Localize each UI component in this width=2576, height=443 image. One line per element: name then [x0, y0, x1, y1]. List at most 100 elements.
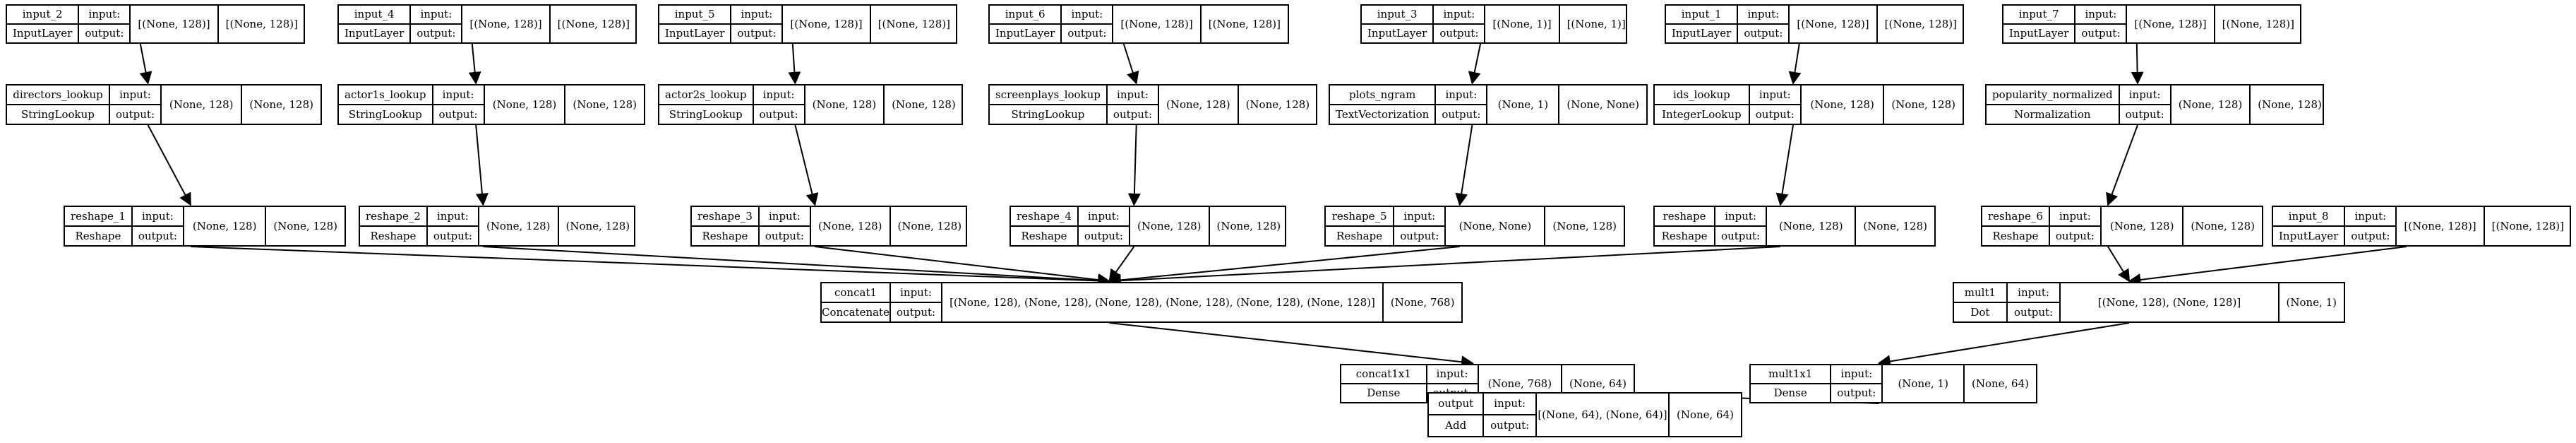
- layer-name: mult1: [1954, 283, 2006, 303]
- input-label: input:: [1107, 85, 1158, 105]
- input-shape: (None, 128): [2171, 85, 2251, 124]
- input-shape: (None, 128): [162, 85, 243, 124]
- output-shape: (None, 128): [892, 98, 956, 111]
- io-labels: input:output:: [109, 85, 162, 124]
- input-shape: [(None, 128)]: [2397, 207, 2485, 245]
- input-label: input:: [109, 85, 161, 105]
- input-label: input:: [2119, 85, 2170, 105]
- layer-type: StringLookup: [1011, 107, 1085, 121]
- output-label: output:: [759, 107, 798, 121]
- input-label: input:: [753, 85, 804, 105]
- input-label: input:: [2075, 6, 2126, 25]
- input-label: input:: [1434, 6, 1485, 25]
- output-shape: (None, 128): [1552, 219, 1617, 232]
- input-shape: (None, 128): [479, 207, 559, 245]
- io-labels: input:output:: [1715, 207, 1768, 245]
- io-labels: input:output:: [1831, 365, 1883, 402]
- layer-name: input_4: [339, 6, 410, 25]
- output-label: output:: [1113, 107, 1152, 121]
- layer-name: mult1x1: [1751, 365, 1831, 384]
- input-label: input:: [1062, 6, 1113, 25]
- io-labels: input: output:: [891, 283, 943, 321]
- io-labels: input:output:: [1078, 207, 1130, 245]
- input-label: input:: [891, 283, 942, 303]
- layer-name: reshape_3: [692, 207, 758, 227]
- output-label: output:: [1400, 229, 1439, 242]
- io-labels: input:output:: [1434, 6, 1486, 42]
- input-shape: (None, 128): [1802, 85, 1885, 124]
- output-label: output:: [897, 305, 936, 319]
- output-label: output:: [138, 229, 177, 242]
- layer-type: InputLayer: [13, 27, 73, 40]
- layer-type: Dot: [1970, 305, 1990, 319]
- io-labels: input:output:: [411, 6, 463, 42]
- output-label: output:: [1721, 229, 1761, 242]
- io-labels: input:output:: [132, 207, 184, 245]
- output-label: output:: [2351, 229, 2390, 242]
- output-label: output:: [737, 27, 777, 40]
- input-shape: [(None, 128)]: [2127, 6, 2215, 42]
- edge-input-2-to-directors-lookup: [139, 43, 152, 85]
- io-labels: input:output:: [427, 207, 479, 245]
- layer-type: InputLayer: [995, 27, 1055, 40]
- input-label: input:: [1484, 394, 1535, 415]
- layer-name: reshape_1: [65, 207, 131, 227]
- edge-input-7-to-popularity-normalized: [2131, 43, 2144, 85]
- edge-reshape-4-to-concat1: [1108, 246, 1135, 283]
- input-shape: [(None, 128)]: [1113, 6, 1202, 42]
- layer-name: input_3: [1362, 6, 1433, 25]
- layer-type: InputLayer: [1367, 27, 1427, 40]
- layer-name: input_6: [990, 6, 1061, 25]
- edge-reshape-6-to-mult1: [2107, 246, 2131, 283]
- output-shape: [(None, 128)]: [1884, 17, 1957, 30]
- edge-directors-lookup-to-reshape-1: [147, 124, 191, 206]
- input-shape: (None, 768): [1479, 365, 1562, 402]
- input-label: input:: [759, 207, 810, 227]
- edge-concat1-to-concat1x1: [1109, 322, 1474, 369]
- input-shape: (None, 128): [1767, 207, 1857, 245]
- input-shape: [(None, 128)]: [462, 6, 551, 42]
- input-shape: (None, 1): [1487, 85, 1560, 124]
- input-shape: [(None, 1)]: [1485, 6, 1560, 42]
- layer-name: reshape: [1655, 207, 1715, 227]
- layer-type: Reshape: [1021, 229, 1067, 242]
- output-shape: (None, 128): [2258, 98, 2322, 111]
- layer-type: Reshape: [1661, 229, 1708, 242]
- output-shape: [(None, 128)]: [557, 17, 630, 30]
